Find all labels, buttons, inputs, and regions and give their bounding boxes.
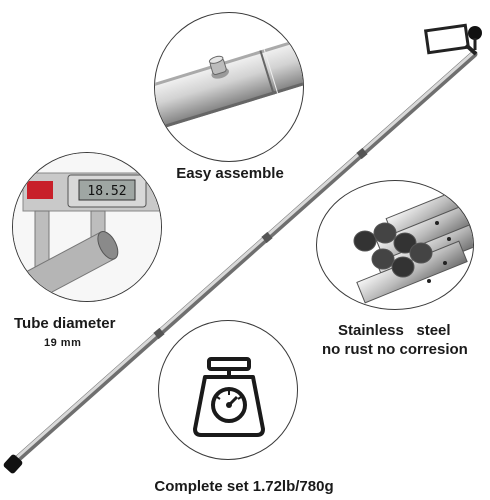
pole-joint (356, 147, 368, 160)
material-caption-line1: Stainless steel (338, 322, 451, 339)
caliper-readout: 18.52 (87, 184, 126, 199)
tube-bundle-illustration (353, 184, 473, 304)
caliper-illustration: 18.52 (13, 153, 161, 301)
pole-joint (153, 327, 165, 340)
pin-connector-illustration (155, 34, 303, 134)
weight-caption: Complete set 1.72lb/780g (154, 478, 334, 495)
diameter-value: 19 mm (44, 337, 82, 349)
scale-icon (193, 357, 265, 437)
material-detail-circle (316, 180, 474, 310)
bottom-rubber-cap (3, 454, 23, 474)
diameter-caption: Tube diameter (14, 315, 116, 332)
caliper-brand-badge (27, 181, 53, 199)
weight-detail-circle (158, 320, 298, 460)
diameter-detail-circle: 18.52 (12, 152, 162, 302)
assembly-caption: Easy assemble (176, 165, 284, 182)
top-ring-bracket (423, 23, 482, 56)
assembly-detail-circle (154, 12, 304, 162)
material-caption-line2: no rust no corresion (322, 341, 468, 358)
pole-joint (261, 231, 273, 244)
